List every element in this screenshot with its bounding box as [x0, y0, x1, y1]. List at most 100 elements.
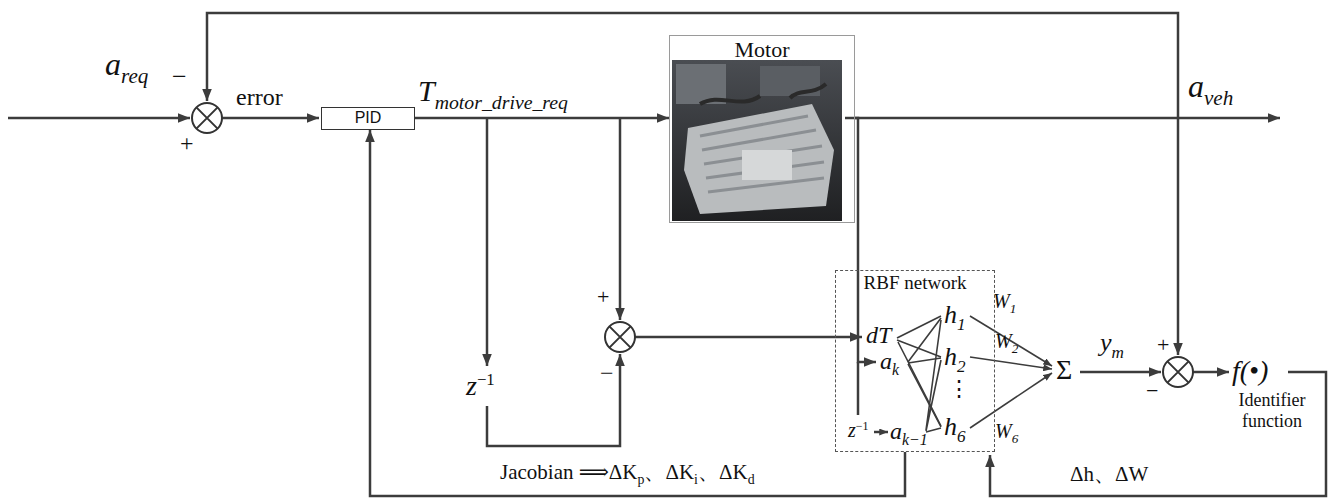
label-group: h2 [944, 342, 966, 372]
signal-label: − [600, 360, 614, 386]
label-group: + [597, 284, 609, 309]
node-title: RBF network [836, 272, 994, 294]
label-group: aveh [1188, 68, 1233, 105]
label-group: h1 [944, 300, 966, 330]
label-group: W2 [995, 330, 1018, 353]
update-wire [990, 372, 1326, 496]
label-group: − [1146, 378, 1158, 403]
signal-label: Identifier function [1239, 390, 1306, 431]
subscript-text: 1 [1010, 301, 1017, 316]
label-group: − [172, 62, 187, 92]
motor-block: Motor [669, 35, 855, 223]
signal-label: + [1157, 332, 1169, 357]
subscript-text: motor_drive_req [435, 91, 568, 113]
motor-photo [672, 60, 842, 221]
signal-label: a [1188, 68, 1204, 104]
label-group: z−1 [466, 370, 495, 402]
signal-connector [370, 130, 905, 496]
signal-label: + [597, 284, 609, 309]
motor-ribs [700, 116, 824, 192]
signal-label: h [944, 300, 957, 329]
input-links [908, 318, 941, 427]
subscript-text: d [748, 472, 755, 487]
delay-wire [487, 354, 620, 446]
label-group: error [236, 84, 283, 112]
ym-wire [1080, 371, 1161, 374]
label-group: Jacobian ⟹ΔKp、ΔKi、ΔKd [500, 460, 755, 484]
signal-label: z [466, 370, 477, 401]
subscript-text: 2 [957, 357, 966, 376]
subscript-text: 6 [1012, 431, 1019, 446]
label-group: Identifier function [1226, 390, 1318, 431]
subscript-text: k [892, 361, 899, 378]
subscript-text: p [638, 472, 645, 487]
signal-label: W [995, 330, 1012, 352]
motor-housing [684, 104, 834, 214]
identifier-wire [1193, 371, 1229, 374]
label-group: z−1 [848, 419, 869, 442]
torque-wire [619, 118, 622, 320]
signal-label: a [880, 348, 892, 374]
signal-label: W [993, 290, 1010, 312]
signal-connector [415, 117, 669, 120]
label-group: Δh、ΔW [1070, 462, 1148, 486]
signal-label: a [105, 46, 121, 82]
label-group: W1 [993, 290, 1016, 313]
node-title: PID [355, 109, 382, 127]
label-group: ⋮ [948, 376, 970, 401]
subscript-text: 1 [957, 315, 966, 334]
delay-wire [857, 362, 860, 415]
feedback-wire [207, 13, 1178, 118]
signal-label: − [172, 62, 187, 91]
signal-label: dT [866, 322, 891, 348]
summing-junction [605, 322, 635, 352]
summing-junction [1163, 357, 1193, 387]
label-group: Σ [1056, 354, 1072, 386]
rbf-links [897, 316, 1052, 432]
label-group: areq [105, 46, 148, 83]
motor-cover [742, 150, 792, 180]
subscript-text: k−1 [902, 431, 928, 448]
subscript-text: 6 [957, 427, 966, 446]
signal-label: T [418, 74, 435, 107]
wires [8, 13, 1326, 496]
signal-label: Jacobian ⟹ΔK [500, 460, 638, 484]
subscript-text: veh [1204, 86, 1233, 110]
subscript-text: i [694, 472, 698, 487]
label-group: + [180, 130, 194, 158]
label-group: ym [1100, 328, 1124, 358]
subscript-text: m [1112, 343, 1124, 362]
summing-junctions [192, 103, 1193, 387]
label-group: + [1157, 332, 1169, 357]
photo-ground [672, 60, 842, 221]
feedback-wire [1177, 118, 1180, 355]
signal-label: y [1100, 328, 1112, 357]
node-title: Motor [670, 37, 854, 62]
photo-cables [700, 84, 826, 104]
superscript-text: −1 [856, 419, 869, 433]
label-group: f(•) [1232, 355, 1268, 387]
weight-link [970, 373, 1052, 428]
signal-label: h [944, 412, 957, 441]
signal-label: W [995, 420, 1012, 442]
label-group: h6 [944, 412, 966, 442]
signal-label: a [890, 418, 902, 444]
error-wire [222, 117, 319, 120]
input-links [926, 320, 941, 432]
dt-wire [635, 336, 862, 339]
signal-label: Δh、ΔW [1070, 462, 1148, 486]
signal-label: ⋮ [948, 376, 970, 401]
signal-label: f(•) [1232, 355, 1268, 386]
signal-label: + [180, 130, 194, 156]
signal-label: Σ [1056, 354, 1072, 385]
summing-junction [192, 103, 222, 133]
signal-label: error [236, 84, 283, 110]
label-group: Tmotor_drive_req [418, 74, 568, 109]
label-group: dT [866, 322, 891, 350]
label-group: − [600, 360, 614, 388]
delay-wire [486, 118, 489, 366]
input-wire [8, 117, 190, 120]
